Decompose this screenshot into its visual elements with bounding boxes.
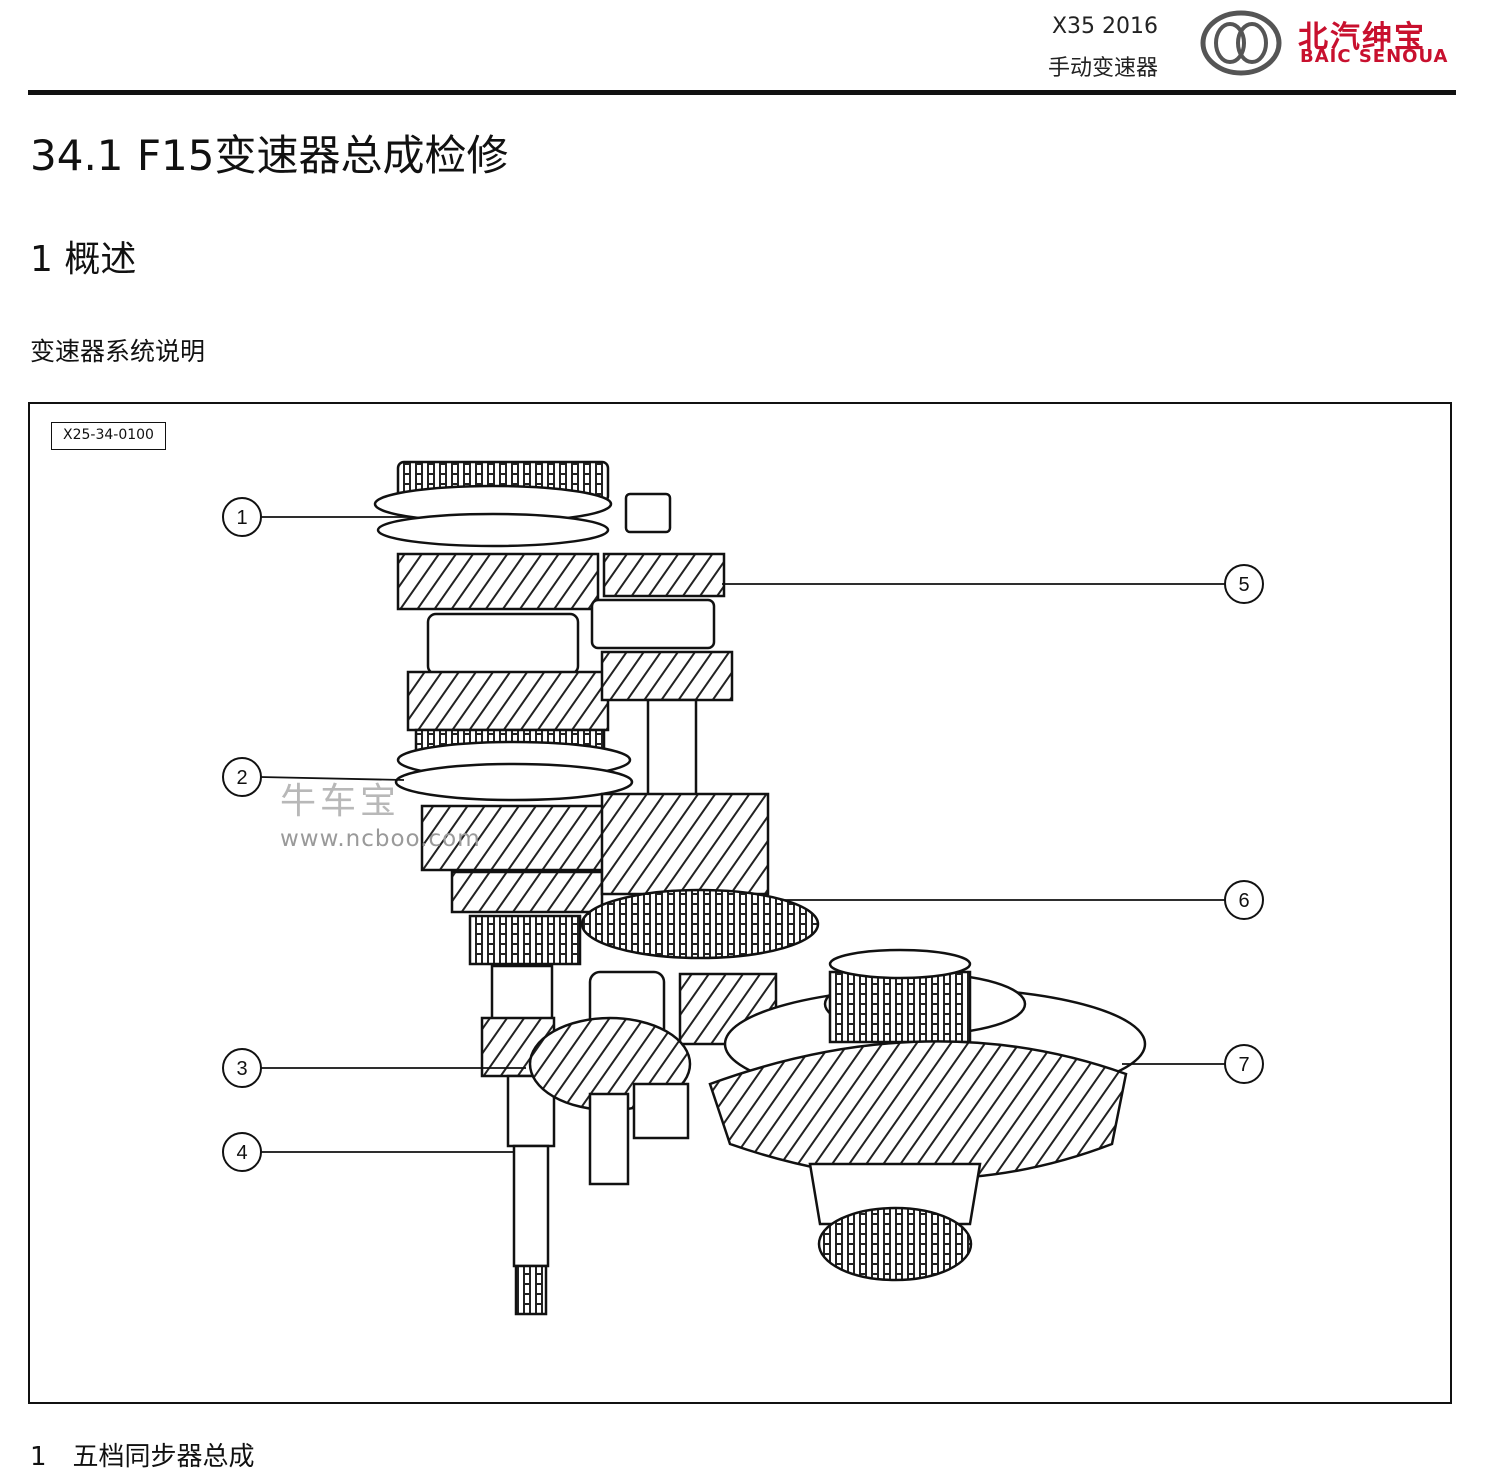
watermark-url: www.ncboo.com xyxy=(280,826,481,852)
header-rule xyxy=(28,90,1456,95)
callout-2: 2 xyxy=(236,767,247,789)
callout-1: 1 xyxy=(236,507,247,529)
transmission-diagram: 1 2 3 4 5 6 7 xyxy=(222,460,1264,1316)
callout-3: 3 xyxy=(236,1058,247,1080)
brand-name-cn: 北汽绅宝 xyxy=(1298,20,1426,55)
callout-5: 5 xyxy=(1238,574,1249,596)
page-title: 34.1 F15变速器总成检修 xyxy=(30,131,509,180)
legend-number: 1 xyxy=(30,1442,47,1472)
header-subtitle: 手动变速器 xyxy=(1047,56,1158,81)
brand-name-en: BAIC SENOUA xyxy=(1300,46,1449,67)
callout-7: 7 xyxy=(1238,1054,1249,1076)
watermark-cn: 牛车宝 xyxy=(280,781,401,822)
figure-frame xyxy=(28,402,1452,1404)
legend-text: 五档同步器总成 xyxy=(72,1442,255,1472)
legend-item: 1 五档同步器总成 xyxy=(30,1436,281,1473)
section-heading: 1 概述 xyxy=(30,239,137,280)
brand-logo-icon xyxy=(1200,10,1282,76)
subsection-heading: 变速器系统说明 xyxy=(30,337,206,366)
figure-id-label: X25-34-0100 xyxy=(51,422,166,450)
callout-4: 4 xyxy=(236,1142,247,1164)
header-model: X35 2016 xyxy=(1051,14,1158,39)
callout-6: 6 xyxy=(1238,890,1249,912)
